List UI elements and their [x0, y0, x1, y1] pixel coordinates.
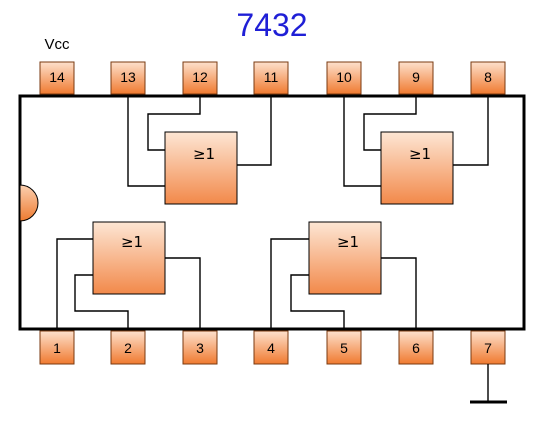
pin-9: 9 [398, 61, 434, 95]
or-gate-top-left: ≥1 [127, 96, 272, 205]
or-gate-bottom-right: ≥1 [270, 221, 417, 329]
pin-label: 9 [412, 69, 420, 85]
vcc-label: Vcc [44, 36, 70, 53]
pin-6: 6 [398, 330, 434, 365]
pin-3: 3 [182, 330, 218, 365]
pin-label: 5 [340, 340, 348, 356]
or-gate-top-right: ≥1 [343, 96, 489, 205]
chip-title: 7432 [236, 7, 307, 43]
gate-symbol: ≥1 [121, 233, 143, 251]
gate-symbol: ≥1 [193, 145, 215, 163]
pin-label: 10 [336, 69, 352, 85]
pin-2: 2 [110, 330, 146, 365]
pin-label: 11 [264, 69, 279, 85]
chip-notch [19, 184, 39, 222]
or-gate-bottom-left: ≥1 [56, 221, 201, 329]
gate-symbol: ≥1 [337, 233, 359, 251]
ground-icon [470, 364, 507, 404]
pin-label: 12 [192, 69, 208, 85]
pin-label: 14 [49, 69, 65, 85]
pin-11: 11 [253, 61, 289, 95]
pin-4: 4 [253, 330, 289, 365]
pin-label: 2 [124, 340, 132, 356]
pin-label: 6 [412, 340, 420, 356]
pin-8: 8 [470, 61, 506, 95]
pin-label: 8 [484, 69, 492, 85]
pin-10: 10 [326, 61, 362, 95]
gate-symbol: ≥1 [409, 145, 431, 163]
pin-label: 4 [267, 340, 275, 356]
pin-label: 1 [53, 340, 61, 356]
pin-13: 13 [110, 61, 146, 95]
pin-label: 13 [120, 69, 136, 85]
pin-1: 1 [39, 330, 75, 365]
pin-12: 12 [182, 61, 218, 95]
pin-5: 5 [326, 330, 362, 365]
pin-14: 14 [39, 61, 75, 95]
pin-7: 7 [470, 330, 506, 365]
pin-label: 3 [196, 340, 204, 356]
pin-label: 7 [484, 340, 492, 356]
